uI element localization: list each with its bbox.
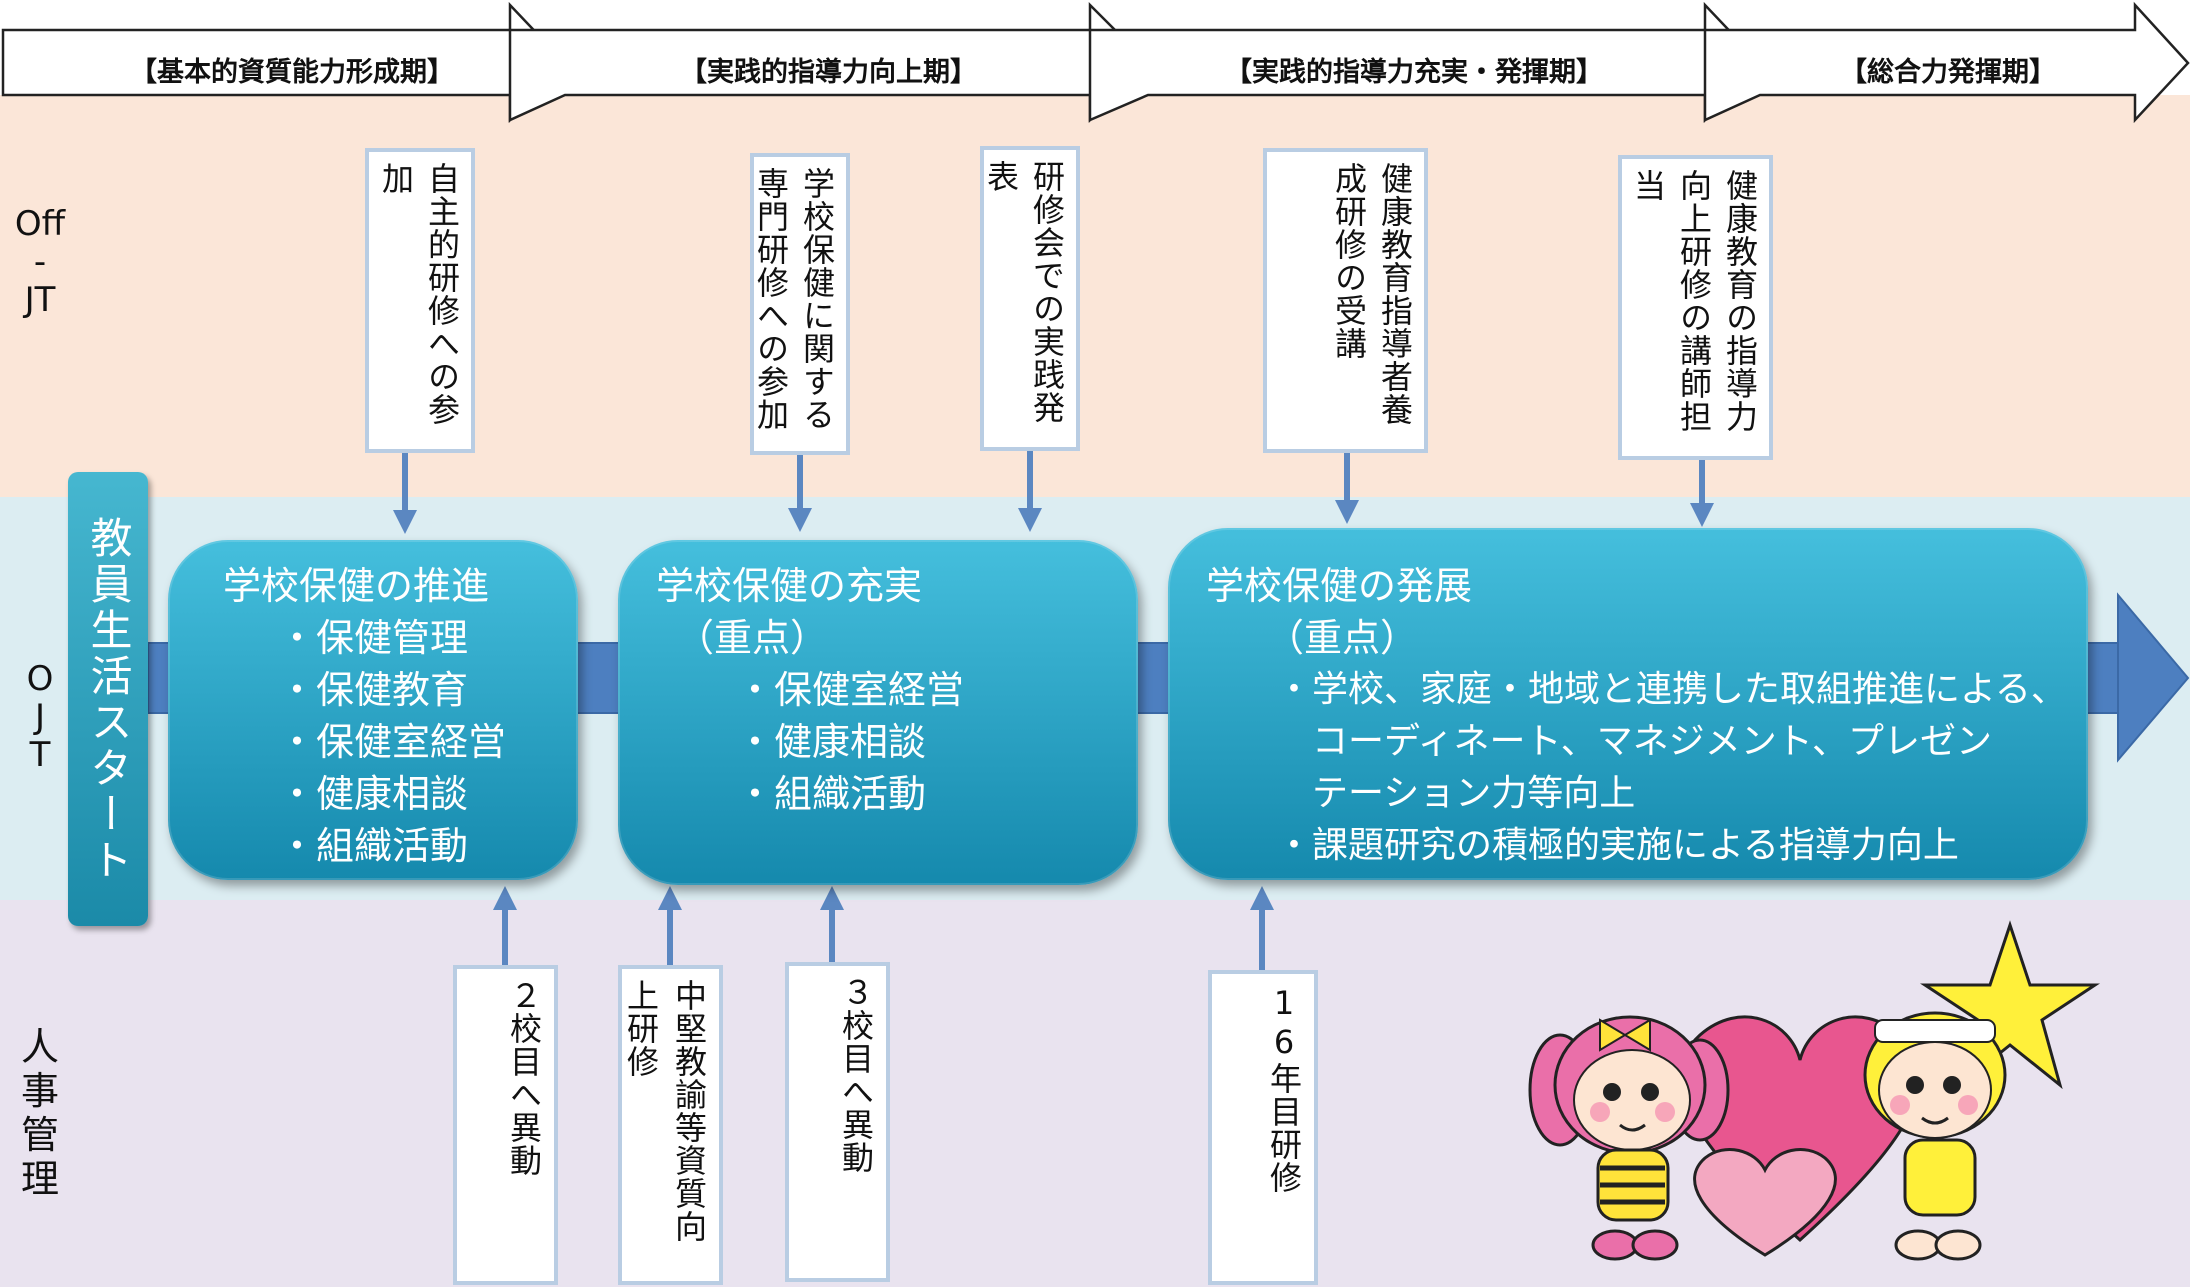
stage-item: ・保健管理 [278,616,469,660]
personnel-box: 16年目研修 [1208,970,1318,1285]
row-label-off-jt: Off - JT [14,204,66,320]
phase-arrow-4 [1703,1,2190,124]
off-jt-box: 自主的研修への参加 [365,148,475,453]
stage-item: ・保健教育 [278,668,469,712]
stage-title: 学校保健の充実 [656,564,923,608]
career-start-label: 教員生活スタート [84,516,133,884]
stage-item: ・保健室経営 [278,720,507,764]
hr-connectors [493,886,1274,970]
off-jt-box: 学校保健に関する専門研修への参加 [750,153,850,455]
stage-item: ・健康相談 [736,720,927,764]
stage-item: ・保健室経営 [736,668,965,712]
stage-promotion-box: 学校保健の推進 ・保健管理 ・保健教育 ・保健室経営 ・健康相談 ・組織活動 [168,540,578,880]
off-jt-box: 研修会での実践発表 [980,146,1080,451]
personnel-box: ２校目へ異動 [453,965,558,1285]
stage-item: ・課題研究の積極的実施による指導力向上 [1276,825,1959,866]
mascot-illustration [1528,920,2100,1261]
row-label-personnel-management: 人 事 管 理 [20,1025,59,1201]
phase-label-2: 【実践的指導力向上期】 [680,57,977,88]
phase-label-3: 【実践的指導力充実・発揮期】 [1225,57,1603,88]
stage-item: ・学校、家庭・地域と連携した取組推進による、 [1276,669,2067,710]
off-jt-box: 健康教育の指導力向上研修の講師担当 [1618,155,1773,460]
phase-label-4: 【総合力発揮期】 [1840,57,2056,88]
stage-focus-label: （重点） [1266,616,1419,660]
stage-item: コーディネート、マネジメント、プレゼン [1276,721,1993,762]
off-jt-box: 健康教育指導者養成研修の受講 [1263,148,1428,453]
star [1920,920,2100,1090]
phase-label-1: 【基本的資質能力形成期】 [130,57,454,88]
stage-item: テーション力等向上 [1276,773,1636,814]
personnel-box: 中堅教諭等資質向上研修 [618,965,723,1285]
stage-item: ・組織活動 [278,824,469,868]
stage-item: ・組織活動 [736,772,927,816]
stage-enrichment-box: 学校保健の充実 （重点） ・保健室経営 ・健康相談 ・組織活動 [618,540,1138,885]
stage-title: 学校保健の発展 [1206,564,1473,608]
girl-mascot [1528,1015,1730,1261]
row-label-ojt: O J T [26,659,54,775]
stage-focus-label: （重点） [676,616,829,660]
stage-item: ・健康相談 [278,772,469,816]
career-start-box [68,472,148,926]
stage-title: 学校保健の推進 [223,564,490,608]
off-jt-connectors [393,451,1714,534]
small-heart [1693,1148,1837,1257]
personnel-box: ３校目へ異動 [785,962,890,1282]
stage-development-box: 学校保健の発展 （重点） ・学校、家庭・地域と連携した取組推進による、 コーディ… [1168,528,2088,880]
phase-arrows [1,1,2190,124]
boy-mascot [1863,1011,2007,1261]
